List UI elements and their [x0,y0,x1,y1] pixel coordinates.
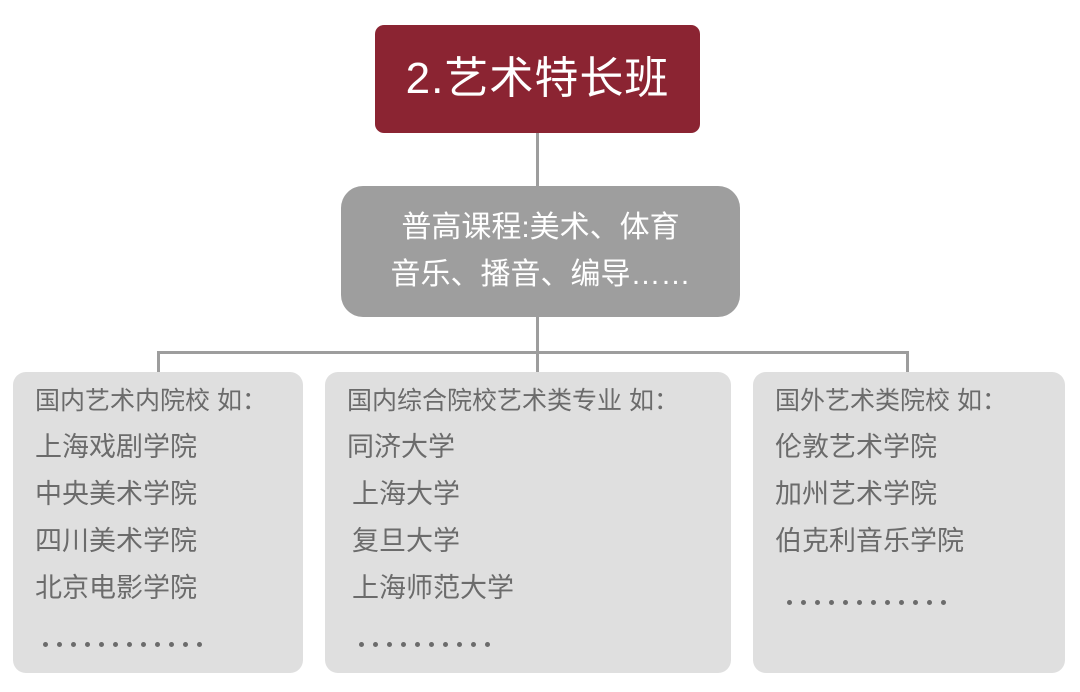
branch-item: 复旦大学 [352,526,460,556]
branch-box-domestic-art-academies: 国内艺术内院校 如： 上海戏剧学院 中央美术学院 四川美术学院 北京电影学院 [13,372,303,673]
branch-item: 加州艺术学院 [775,479,937,509]
ellipsis-dots [783,600,946,605]
ellipsis-dot [927,600,932,605]
branch-item: 中央美术学院 [35,479,197,509]
ellipsis-dot [443,642,448,647]
ellipsis-dot [843,600,848,605]
branch-heading: 国外艺术类院校 如： [775,387,1007,415]
branch-item: 伦敦艺术学院 [775,432,937,462]
title-node: 2.艺术特长班 [375,25,700,133]
branch-heading: 国内综合院校艺术类专业 如： [347,387,679,415]
connector-drop-left [157,351,160,372]
connector-course-stem [536,317,539,353]
ellipsis-dot [885,600,890,605]
branch-item: 同济大学 [347,432,455,462]
ellipsis-dots [355,642,490,647]
ellipsis-dot [183,642,188,647]
branch-heading: 国内艺术内院校 如： [35,387,267,415]
ellipsis-dot [57,642,62,647]
ellipsis-dot [829,600,834,605]
branch-item: 上海大学 [352,479,460,509]
ellipsis-dot [899,600,904,605]
course-line-1: 普高课程:美术、体育 [401,211,680,244]
ellipsis-dot [43,642,48,647]
course-node: 普高课程:美术、体育 音乐、播音、编导…… [341,186,740,317]
ellipsis-dot [71,642,76,647]
ellipsis-dot [815,600,820,605]
ellipsis-dot [401,642,406,647]
ellipsis-dot [127,642,132,647]
branch-box-overseas-art-schools: 国外艺术类院校 如： 伦敦艺术学院 加州艺术学院 伯克利音乐学院 [753,372,1065,673]
title-label: 2.艺术特长班 [405,54,670,103]
ellipsis-dot [197,642,202,647]
connector-horizontal-bus [157,351,909,354]
ellipsis-dot [169,642,174,647]
ellipsis-dot [913,600,918,605]
ellipsis-dot [787,600,792,605]
branch-item: 伯克利音乐学院 [775,526,964,556]
ellipsis-dot [415,642,420,647]
branch-item: 上海戏剧学院 [35,432,197,462]
ellipsis-dot [373,642,378,647]
ellipsis-dot [85,642,90,647]
connector-drop-middle [536,351,539,372]
branch-item: 四川美术学院 [35,526,197,556]
ellipsis-dot [429,642,434,647]
ellipsis-dot [113,642,118,647]
connector-title-to-course [536,133,539,186]
course-line-2: 音乐、播音、编导…… [390,257,691,291]
ellipsis-dot [387,642,392,647]
ellipsis-dot [99,642,104,647]
ellipsis-dot [485,642,490,647]
ellipsis-dot [941,600,946,605]
branch-item: 北京电影学院 [35,573,197,603]
ellipsis-dot [141,642,146,647]
ellipsis-dots [39,642,202,647]
connector-drop-right [906,351,909,372]
ellipsis-dot [155,642,160,647]
ellipsis-dot [871,600,876,605]
ellipsis-dot [801,600,806,605]
branch-box-comprehensive-universities: 国内综合院校艺术类专业 如： 同济大学 上海大学 复旦大学 上海师范大学 [325,372,731,673]
ellipsis-dot [471,642,476,647]
branch-item: 上海师范大学 [352,573,514,603]
ellipsis-dot [457,642,462,647]
ellipsis-dot [857,600,862,605]
ellipsis-dot [359,642,364,647]
